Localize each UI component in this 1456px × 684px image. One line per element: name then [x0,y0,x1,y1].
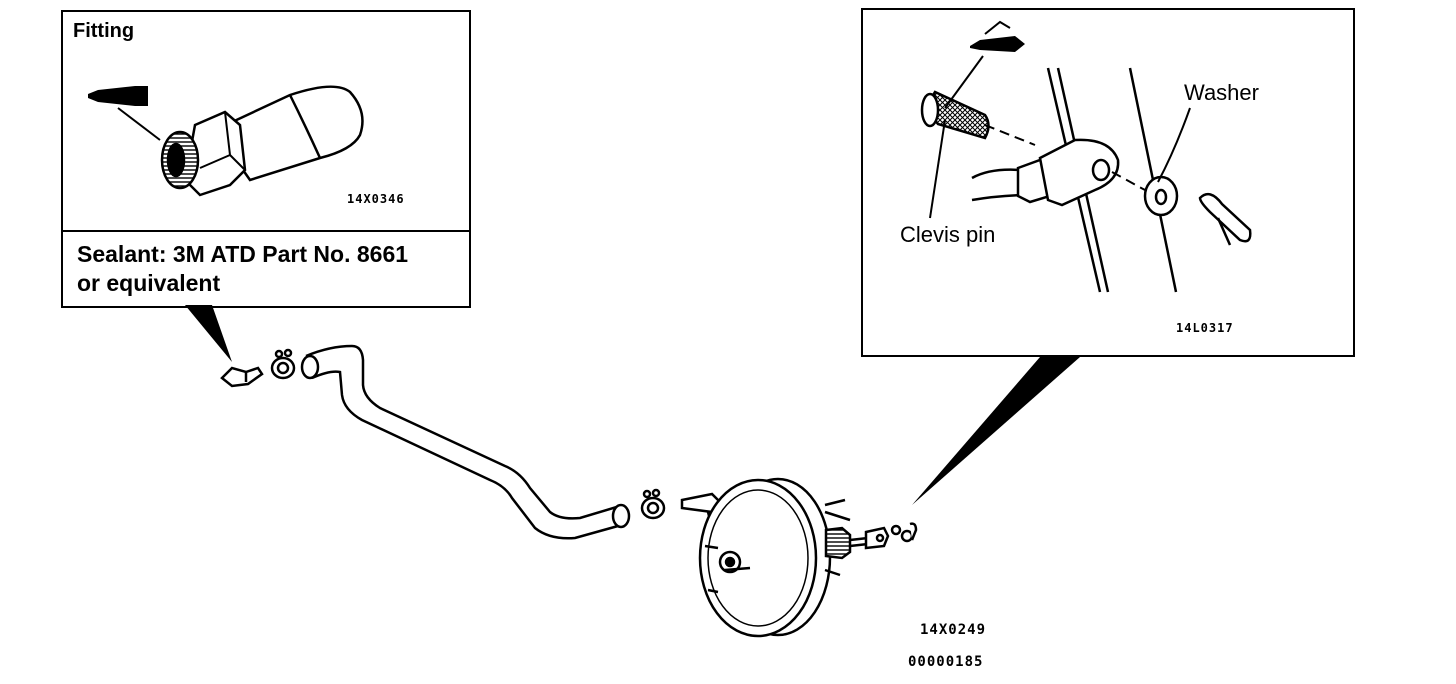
clevis-pin-label: Clevis pin [900,222,996,247]
fitting-figure-code: 14X0346 [347,192,405,206]
grease-gun-icon [88,86,161,141]
fitting-title: Fitting [73,20,135,42]
vacuum-hose [220,344,666,540]
sealant-line-1: Sealant: 3M ATD Part No. 8661 [77,241,409,267]
fitting-illustration [160,85,364,197]
clevis-inset-frame [861,8,1355,357]
fitting-inset-frame [61,10,471,232]
sealant-callout-pointer [185,305,232,362]
grease-gun-icon [970,20,1025,52]
clevis-figure-code: 14L0317 [1176,321,1234,335]
clevis-leaders [929,55,1191,219]
main-figure-code: 14X0249 [920,622,987,638]
sealant-line-2: or equivalent [77,270,221,296]
document-code: 00000185 [908,654,984,670]
clevis-illustration [920,67,1252,293]
washer-label: Washer [1184,80,1259,105]
brake-booster [680,477,918,638]
sealant-note-frame [61,230,471,308]
clevis-callout-pointer [912,357,1080,505]
